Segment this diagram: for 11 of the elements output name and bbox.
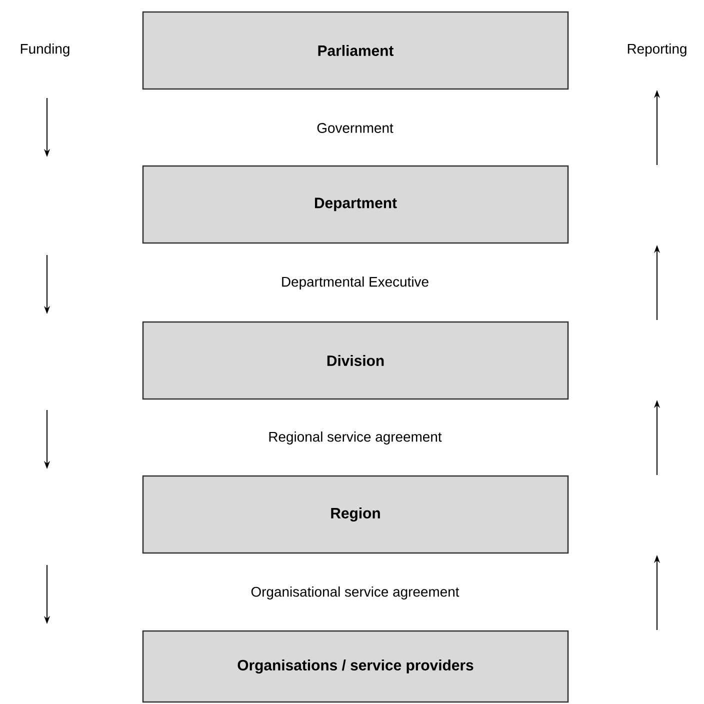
label-text: Regional service agreement	[269, 432, 442, 444]
level-box: Division	[142, 321, 569, 400]
level-box: Parliament	[142, 11, 569, 90]
level-box: Department	[142, 165, 569, 244]
label-text: Departmental Executive	[282, 276, 428, 290]
level-box: Organisations / service providers	[142, 630, 569, 703]
label-text: Organisational service agreement	[251, 586, 460, 600]
level-box: Region	[142, 475, 569, 554]
label-text: Government	[317, 123, 394, 133]
label-text: Reporting	[628, 44, 686, 56]
label-text: Funding	[20, 44, 70, 56]
